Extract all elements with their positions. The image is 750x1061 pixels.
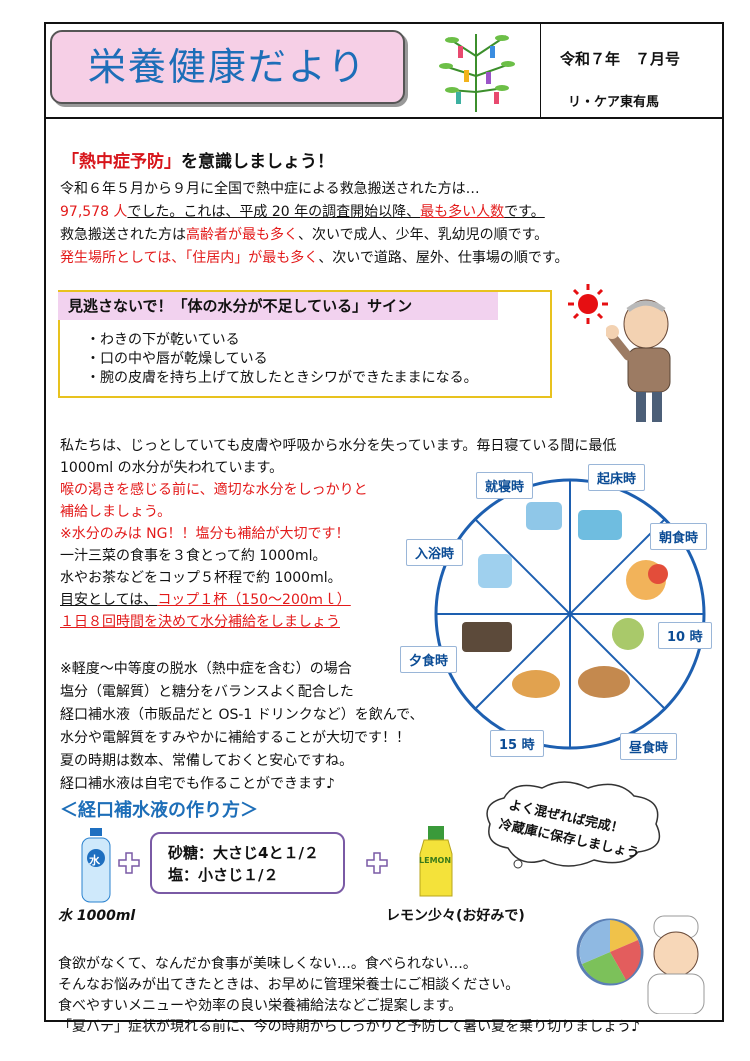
ors-line-5: 夏の時期は数本、常備しておくと安心ですね。 [60, 753, 354, 769]
speech-cloud-shape [486, 781, 661, 869]
clock-label-15: 15 時 [490, 730, 544, 757]
footer-line-4: 「夏バテ」症状が現れる前に、今の時期からしっかりと予防して暑い夏を乗り切りましょ… [58, 1019, 641, 1035]
newsletter-title: 栄養健康だより [87, 45, 368, 89]
location-most: 発生場所としては、「住居内」が最も多く [60, 250, 319, 266]
header-divider [44, 117, 724, 119]
water-line-1: 私たちは、じっとしていても皮膚や呼吸から水分を失っています。毎日寝ている間に最低 [60, 438, 617, 454]
ors-line-2: 塩分（電解質）と糖分をバランスよく配合した [60, 684, 354, 700]
water-line-4: 補給しましょう。 [60, 504, 172, 520]
lemon-juice-bottle-icon [419, 826, 453, 897]
count-value: 97,578 人 [60, 204, 128, 220]
water-line-8: 目安としては、コップ１杯（150～200ｍｌ） [60, 591, 351, 610]
water-line-3: 喉の渇きを感じる前に、適切な水分をしっかりと [60, 482, 368, 498]
issue-date: 令和７年 ７月号 [560, 50, 681, 68]
intro-line-4: 発生場所としては、「住居内」が最も多く、次いで道路、屋外、仕事場の順です。 [60, 249, 569, 268]
tanabata-bamboo-icon [439, 34, 515, 112]
intro-line-3-a: 救急搬送された方は [60, 227, 186, 243]
intro-line-2-mid: でした。これは、平成 20 年の調査開始以降、 [127, 204, 421, 220]
hydration-clock-diagram [434, 478, 706, 750]
recipe-title: ＜経口補水液の作り方＞ [60, 800, 258, 821]
intro-line-3: 救急搬送された方は高齢者が最も多く、次いで成人、少年、乳幼児の順です。 [60, 226, 548, 245]
facility-name: リ・ケア東有馬 [568, 95, 660, 110]
water-line-9: １日８回時間を決めて水分補給をしましょう [60, 614, 340, 630]
lemon-mark: LEMON [419, 856, 452, 865]
footer-line-1: 食欲がなくて、なんだか食事が美味しくない…。食べられない…。 [58, 956, 477, 972]
heading-red: 「熱中症予防」 [62, 152, 181, 172]
ors-line-4: 水分や電解質をすみやかに補給することが大切です！！ [60, 730, 410, 746]
clock-label-bath: 入浴時 [406, 539, 464, 566]
sun-icon [568, 284, 608, 324]
most-ever: 最も多い人数 [420, 204, 505, 220]
water-line-2: 1000ml の水分が失われています。 [60, 460, 284, 476]
clock-label-bedtime: 就寝時 [476, 472, 534, 499]
intro-heading: 「熱中症予防」を意識しましょう！ [62, 147, 334, 172]
sign-item-3: ・腕の皮膚を持ち上げて放したときシワができたままになる。 [86, 370, 478, 386]
intro-line-2-end: です。 [504, 204, 545, 220]
nutritionist-with-food-plate-icon [576, 915, 705, 1014]
ors-line-3: 経口補水液（市販品だと OS-1 ドリンクなど）を飲んで、 [60, 707, 424, 723]
elderly-most: 高齢者が最も多く [186, 227, 298, 243]
intro-line-3-b: 、次いで成人、少年、乳幼児の順です。 [298, 227, 549, 243]
ors-line-1: ※軽度～中等度の脱水（熱中症を含む）の場合 [60, 661, 352, 677]
newsletter-frame [44, 22, 724, 1022]
footer-line-2: そんなお悩みが出てきたときは、お早めに管理栄養士にご相談ください。 [58, 977, 520, 993]
water-line-8-a: 目安としては、 [60, 592, 158, 608]
sign-item-1: ・わきの下が乾いている [86, 332, 240, 348]
water-line-7: 水やお茶などをコップ５杯程で約 1000ml。 [60, 570, 342, 586]
clock-label-breakfast: 朝食時 [650, 523, 708, 550]
sugar-amount: 砂糖：大さじ4と１/２ [168, 844, 319, 862]
salt-amount: 塩：小さじ１/２ [168, 866, 279, 884]
clock-label-wakeup: 起床時 [588, 464, 646, 491]
bottle-mark: 水 [89, 854, 100, 867]
sugar-salt-box [150, 832, 345, 894]
plus-icon [366, 852, 388, 874]
footer-line-3: 食べやすいメニューや効率の良い栄養補給法などご提案します。 [58, 998, 463, 1014]
clock-label-10: 10 時 [658, 622, 712, 649]
ors-line-6: 経口補水液は自宅でも作ることができます♪ [60, 776, 335, 792]
water-1000ml-label: 水 1000ml [58, 908, 136, 924]
dehydration-signs-box [58, 290, 552, 398]
water-line-5: ※水分のみは NG！！塩分も補給が大切です！ [60, 526, 350, 542]
dizzy-elderly-man-icon [606, 299, 671, 422]
clock-label-dinner: 夕食時 [400, 646, 458, 673]
water-line-6: 一汁三菜の食事を３食とって約 1000ml。 [60, 548, 327, 564]
cup-amount: コップ１杯（150～200ｍｌ） [157, 592, 351, 608]
sign-item-2: ・口の中や唇が乾燥している [86, 351, 268, 367]
newsletter-title-box: 栄養健康だより [50, 30, 405, 104]
intro-line-2: 97,578 人でした。これは、平成 20 年の調査開始以降、最も多い人数です。 [60, 203, 545, 222]
intro-line-4-b: 、次いで道路、屋外、仕事場の順です。 [318, 250, 569, 266]
intro-line-1: 令和６年５月から９月に全国で熱中症による救急搬送された方は… [60, 181, 480, 197]
water-bottle-icon [81, 828, 111, 903]
heading-rest: を意識しましょう！ [181, 152, 334, 172]
plus-icon [118, 852, 140, 874]
header-vertical-divider [540, 22, 541, 118]
signs-title: 見逃さないで！「体の水分が不足している」サイン [58, 292, 498, 320]
clock-label-lunch: 昼食時 [620, 733, 678, 760]
lemon-label: レモン少々(お好みで) [386, 908, 525, 924]
